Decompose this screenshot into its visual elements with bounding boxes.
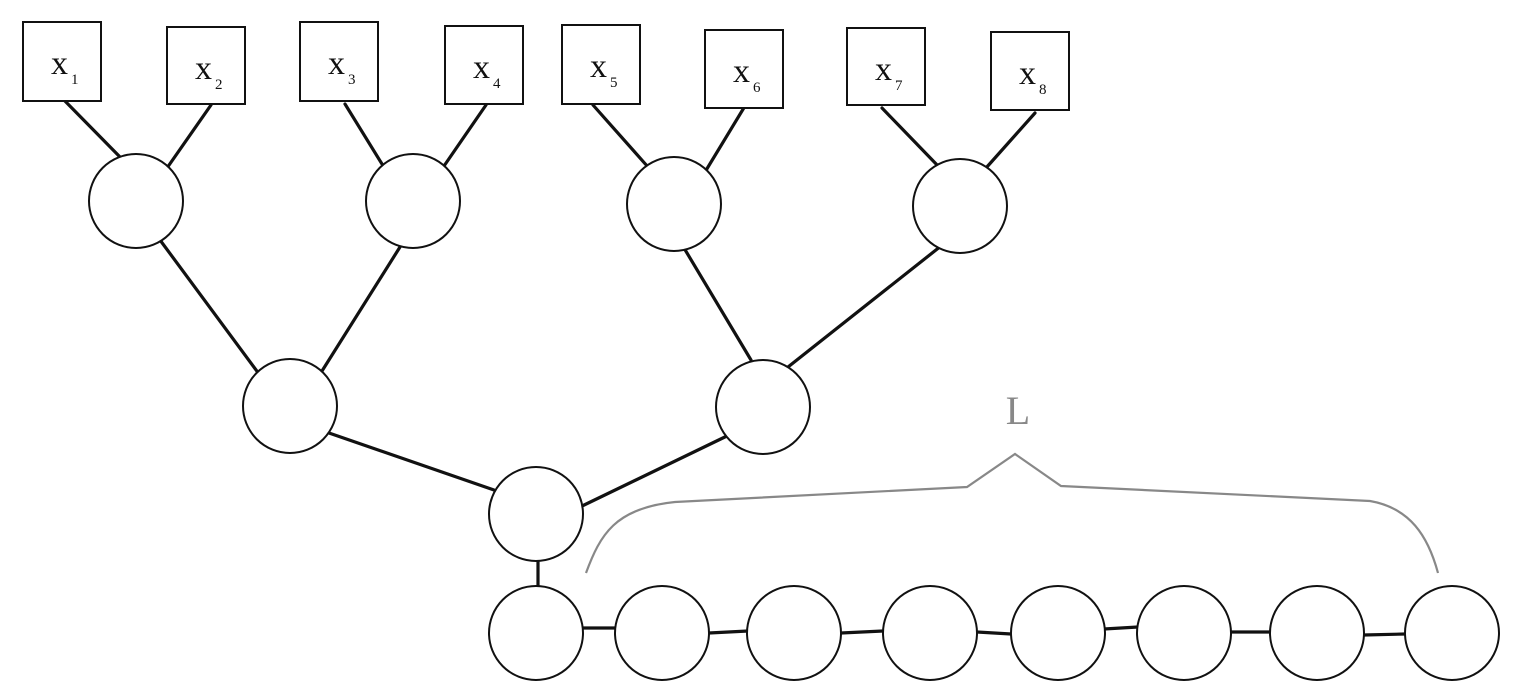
input-box xyxy=(846,27,926,106)
tree-edge xyxy=(165,103,213,170)
tree-node xyxy=(715,359,811,455)
input-label: x xyxy=(875,51,892,88)
input-subscript: 3 xyxy=(348,72,356,88)
tree-node xyxy=(88,153,184,249)
input-label: x xyxy=(473,49,490,86)
chain-node xyxy=(1404,585,1500,681)
edges-layer xyxy=(60,96,1407,637)
tree-edge xyxy=(442,103,488,168)
input-subscript: 4 xyxy=(493,76,501,92)
chain-node xyxy=(614,585,710,681)
input-label: x xyxy=(328,45,345,82)
tree-edge xyxy=(578,433,731,509)
tree-edge xyxy=(984,111,1037,170)
chain-length-label: L xyxy=(1006,388,1030,433)
tree-node xyxy=(912,158,1008,254)
tree-node xyxy=(365,153,461,249)
tree-edge xyxy=(880,106,942,170)
tree-node xyxy=(242,358,338,454)
chain-edge xyxy=(707,629,750,635)
input-subscript: 6 xyxy=(753,80,761,96)
input-box xyxy=(166,26,246,105)
tree-edge xyxy=(786,244,943,369)
chain-node xyxy=(1010,585,1106,681)
input-box xyxy=(444,25,524,105)
tree-edge xyxy=(60,96,122,159)
input-subscript: 5 xyxy=(610,75,618,91)
tree-edge xyxy=(320,245,402,373)
chain-edge xyxy=(1362,632,1407,637)
chain-node xyxy=(488,585,584,681)
tree-edge xyxy=(343,102,384,166)
chain-length-brace: L xyxy=(584,388,1440,574)
input-box xyxy=(299,21,379,102)
tree-edge xyxy=(327,431,496,492)
tree-node xyxy=(626,156,722,252)
input-box xyxy=(561,24,641,105)
tree-edge xyxy=(591,103,650,169)
input-label: x xyxy=(1019,55,1036,92)
tree-edge xyxy=(158,238,261,376)
chain-node xyxy=(746,585,842,681)
input-label: x xyxy=(51,45,68,82)
chain-edge xyxy=(975,630,1013,636)
input-box xyxy=(704,29,784,109)
input-subscript: 8 xyxy=(1039,82,1047,98)
tree-edge xyxy=(703,104,747,174)
root-node xyxy=(488,466,584,562)
input-label: x xyxy=(590,48,607,85)
chain-node xyxy=(882,585,978,681)
input-box xyxy=(990,31,1070,111)
chain-node xyxy=(1269,585,1365,681)
input-subscript: 1 xyxy=(71,72,79,88)
chain-node xyxy=(1136,585,1232,681)
input-box xyxy=(22,21,102,102)
tree-edge xyxy=(682,246,753,362)
input-subscript: 7 xyxy=(895,78,903,94)
input-label: x xyxy=(733,53,750,90)
input-label: x xyxy=(195,50,212,87)
input-subscript: 2 xyxy=(215,77,223,93)
nodes-layer xyxy=(88,153,1500,681)
chain-edge xyxy=(839,629,885,635)
chain-edge xyxy=(1102,625,1140,631)
curly-brace xyxy=(584,452,1440,574)
